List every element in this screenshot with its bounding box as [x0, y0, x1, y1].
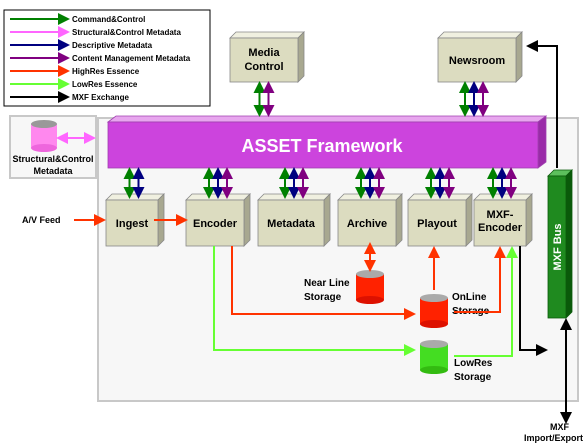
- media-control-label-line2: Control: [244, 61, 283, 73]
- online-storage-label-line1: OnLine: [452, 292, 487, 303]
- mxf-io-label-line2: Import/Export: [524, 433, 583, 443]
- mxf-io-label-line1: MXF: [550, 422, 570, 432]
- module-ingest: Ingest: [105, 193, 165, 247]
- structural-metadata-label-line1: Structural&Control: [13, 154, 94, 164]
- module-metadata-label: Metadata: [267, 218, 316, 230]
- encoder-lowres-arrow: [213, 246, 416, 356]
- module-metadata: Metadata: [257, 193, 331, 247]
- module-playout: Playout: [407, 193, 473, 247]
- module-ingest-label: Ingest: [116, 218, 149, 230]
- module-encoder: Encoder: [185, 193, 251, 247]
- near-line-storage-label-line1: Near Line: [304, 278, 350, 289]
- mxf-bus: MXF Bus: [547, 169, 573, 319]
- module-mxf-encoder: MXF-Encoder: [473, 193, 533, 247]
- media-control-box: Media Control: [229, 31, 305, 83]
- encoder-online-arrow: [231, 246, 416, 320]
- module-encoder-label: Encoder: [193, 218, 238, 230]
- bus-newsroom-line: [526, 40, 558, 168]
- structural-metadata-db-icon: [31, 120, 57, 152]
- media-control-label-line1: Media: [248, 47, 280, 59]
- module-mxf-encoder-label-line1: MXF-: [487, 209, 514, 221]
- asset-framework-bar: ASSET Framework: [106, 115, 548, 169]
- near-line-storage-icon: [356, 270, 384, 304]
- legend-label-4: HighRes Essence: [72, 67, 140, 76]
- module-archive-label: Archive: [347, 218, 387, 230]
- newsroom-box: Newsroom: [437, 31, 523, 83]
- lowres-storage-label-line1: LowRes: [454, 358, 493, 369]
- legend-label-1: Structural&Control Metadata: [72, 28, 181, 37]
- legend-label-6: MXF Exchange: [72, 93, 129, 102]
- newsroom-label: Newsroom: [449, 55, 505, 67]
- framework-label: ASSET Framework: [241, 136, 403, 156]
- legend-label-5: LowRes Essence: [72, 80, 138, 89]
- legend-label-3: Content Management Metadata: [72, 54, 191, 63]
- mxfencoder-bus-line: [519, 246, 548, 356]
- module-playout-label: Playout: [417, 218, 457, 230]
- module-archive: Archive: [337, 193, 403, 247]
- av-feed-label: A/V Feed: [22, 215, 61, 225]
- online-storage-icon: [420, 294, 448, 328]
- online-mxfencoder-arrow: [454, 246, 506, 313]
- mxf-bus-label: MXF Bus: [552, 223, 564, 270]
- legend-label-0: Command&Control: [72, 15, 145, 24]
- lowres-storage-label-line2: Storage: [454, 372, 492, 383]
- legend-label-2: Descriptive Metadata: [72, 41, 153, 50]
- lowres-storage-icon: [420, 340, 448, 374]
- module-mxf-encoder-label-line2: Encoder: [478, 222, 523, 234]
- structural-metadata-label-line2: Metadata: [33, 166, 73, 176]
- lowres-mxfencoder-arrow: [454, 246, 518, 357]
- near-line-storage-label-line2: Storage: [304, 292, 342, 303]
